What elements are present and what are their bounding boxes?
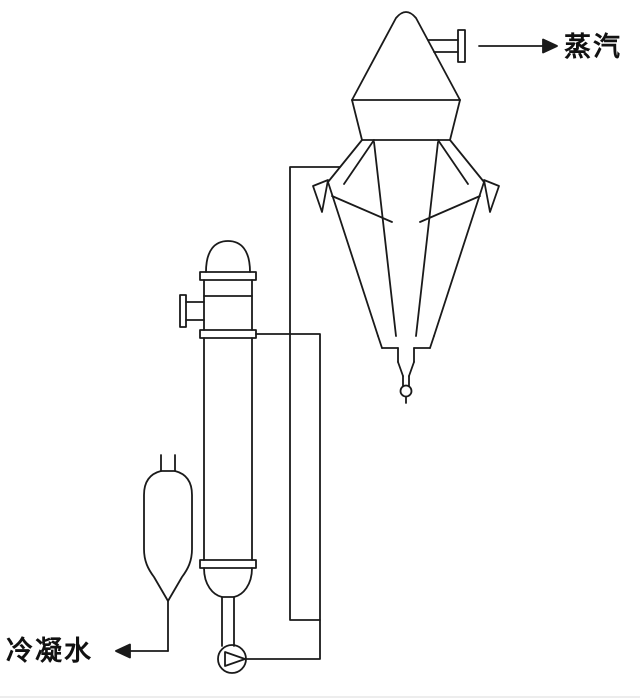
- column-bottom-dish: [203, 567, 253, 598]
- column-outlet-pipe: [245, 333, 321, 660]
- steam-label: 蒸汽: [564, 32, 622, 62]
- column-bottom-pipe: [221, 596, 235, 647]
- condensate-flow-arrow: [115, 643, 169, 659]
- pump-impeller-symbol: [224, 651, 246, 667]
- condensate-arrowhead: [115, 643, 131, 659]
- separator-cone: [351, 11, 461, 101]
- separator-outlet-ball: [399, 384, 413, 398]
- left-support-tab: [312, 179, 329, 213]
- tank-top-stub: [160, 454, 176, 472]
- steam-outlet-nozzle: [427, 29, 466, 63]
- right-support-tab: [483, 179, 500, 213]
- circulation-pump: [217, 644, 247, 674]
- image-bottom-edge: [0, 696, 640, 698]
- separator-vessel: [312, 11, 500, 404]
- column-mid-flange: [199, 329, 257, 339]
- steam-arrowhead: [542, 38, 558, 54]
- column-shell: [203, 337, 253, 561]
- pump-casing: [217, 644, 247, 674]
- column-top-flange: [199, 271, 257, 281]
- separator-inlet-pipe: [289, 166, 341, 621]
- condensate-tank: [143, 454, 193, 652]
- column-side-nozzle: [179, 294, 205, 328]
- column-dome: [205, 240, 251, 273]
- heater-column: [199, 240, 257, 647]
- steam-flow-arrow: [478, 38, 558, 54]
- condensate-label: 冷凝水: [6, 636, 93, 666]
- column-nozzle-flange: [179, 294, 187, 328]
- tank-body: [143, 470, 193, 602]
- column-bottom-flange: [199, 559, 257, 569]
- steam-nozzle-flange: [457, 29, 466, 63]
